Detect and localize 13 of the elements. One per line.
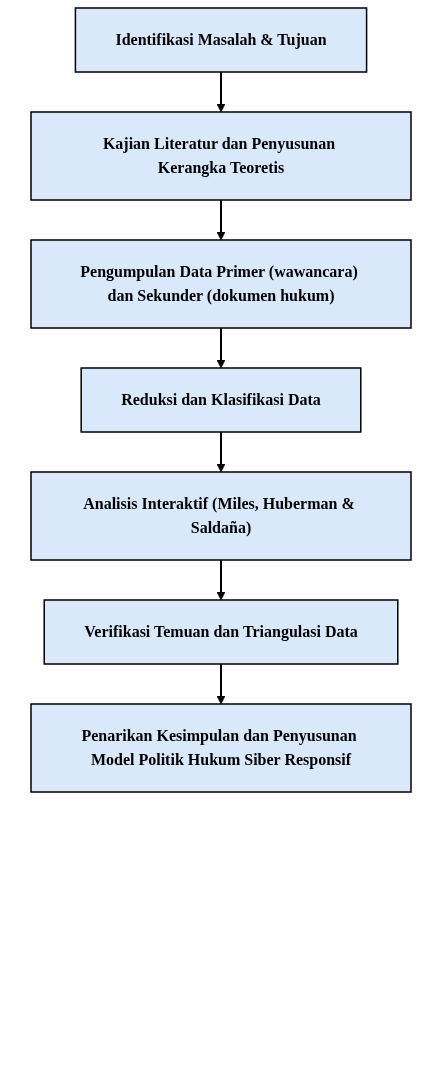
node-box: Reduksi dan Klasifikasi Data [79, 367, 362, 433]
node-box: Penarikan Kesimpulan dan Penyusunan Model Politik Hukum Siber Responsif [29, 703, 412, 793]
arrow [216, 327, 225, 369]
arrow [216, 199, 225, 241]
arrow [216, 71, 225, 113]
node-box: Identifikasi Masalah & Tujuan [74, 7, 367, 73]
arrow [216, 559, 225, 601]
node-box: Kajian Literatur dan Penyusunan Kerangka Teoretis [29, 111, 412, 201]
arrow [216, 431, 225, 473]
node-box: Pengumpulan Data Primer (wawancara) dan Sekunder (dokumen hukum) [29, 239, 412, 329]
node-box: Analisis Interaktif (Miles, Huberman & Saldaña) [29, 471, 412, 561]
node-box: Verifikasi Temuan dan Triangulasi Data [42, 599, 399, 665]
arrow [216, 663, 225, 705]
